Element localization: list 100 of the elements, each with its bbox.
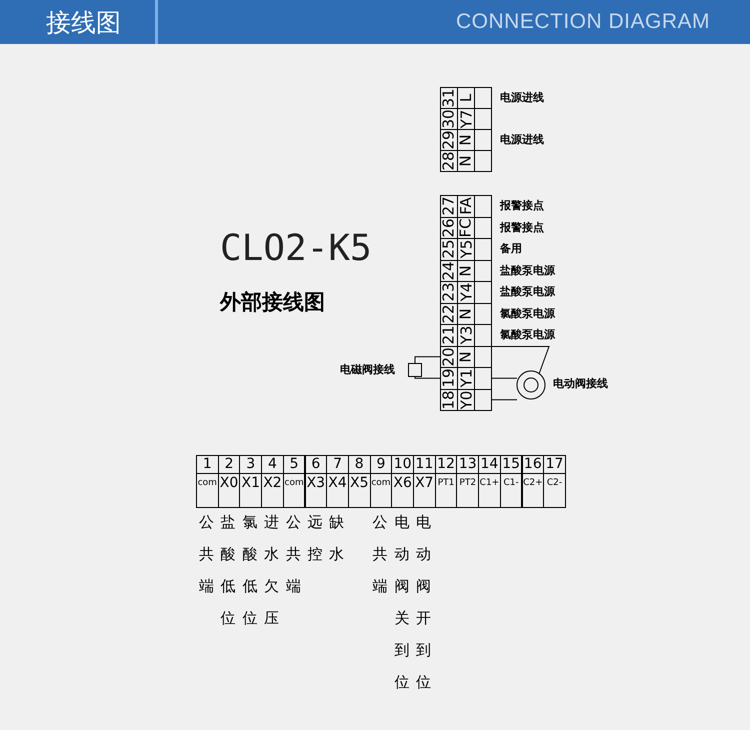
terminal [440,150,492,172]
terminal-label: X2 [262,474,283,492]
terminal-label: PT1 [436,477,456,490]
terminal-number: 18 [440,390,458,410]
terminal-description: 缺水 [329,512,346,565]
terminal-number: 20 [440,347,458,366]
terminal [440,260,492,282]
header-title: 接线图 [46,7,121,39]
terminal-label: Y7 [457,110,475,128]
solenoid-coil-symbol [408,363,422,377]
terminal-label: N [457,351,475,362]
terminal-label: X0 [218,474,240,492]
terminal-label: N [457,308,475,320]
terminal-label: C2+ [522,477,544,490]
terminal [434,455,458,508]
wire [492,399,518,400]
terminal [440,195,492,218]
terminal [370,455,392,508]
wire [414,376,440,379]
terminal-label: X3 [306,474,326,492]
terminal-label: L [457,94,475,102]
terminal-description: 氯酸泵电源 [500,327,555,342]
terminal [456,455,480,508]
terminal-label: C1- [502,477,520,490]
terminal [440,216,492,239]
terminal [391,455,414,508]
terminal-description: 电源进线 [500,90,544,105]
terminal-label: Y0 [457,390,475,410]
terminal-description: 备用 [500,241,522,256]
terminal [478,455,501,508]
terminal [500,455,522,508]
terminal [440,87,492,109]
terminal-number: 27 [440,196,458,216]
terminal [440,238,492,260]
terminal-number: 24 [440,261,458,280]
terminal-description: 盐酸泵电源 [500,262,555,278]
terminal-number: 25 [440,240,458,259]
terminal-number: 5 [284,456,304,474]
terminal-description: 远控 [308,512,324,565]
model-label: CLO2-K5 [220,228,372,269]
component-label: 电磁阀接线 [340,362,395,377]
terminal-label: Y3 [457,326,475,345]
terminal-label: com [284,477,304,490]
terminal-label: X4 [327,474,348,492]
terminal [440,324,492,346]
terminal-label: X1 [240,474,261,492]
terminal-number: 28 [440,151,458,171]
wire [492,346,550,374]
terminal-description: 电动阀开到位 [416,512,432,693]
terminal [413,455,436,508]
terminal [440,302,492,325]
terminal-label: PT2 [458,477,478,490]
terminal-label: N [457,134,475,146]
terminal-label: Y4 [457,282,475,302]
terminal-number: 26 [440,218,458,238]
terminal-label: X6 [392,474,413,492]
diagram-heading: 外部接线图 [220,288,325,316]
wire [414,356,440,364]
terminal-label: com [197,477,218,490]
terminal [440,367,492,390]
terminal-description: 盐酸低位 [220,512,237,629]
terminal [522,455,544,508]
terminal-number: 19 [440,368,458,388]
terminal-label: com [370,477,392,490]
terminal [196,455,219,508]
terminal-label: FA [457,198,475,215]
terminal-description: 氯酸低位 [242,512,258,629]
terminal-number: 17 [544,456,565,474]
terminal [261,455,284,508]
terminal-description: 报警接点 [500,220,544,234]
terminal [282,455,306,508]
terminal [543,455,566,508]
terminal [440,129,492,151]
terminal-description: 公共端 [199,512,215,597]
terminal [218,455,240,508]
terminal-label: X5 [348,474,370,492]
wire [492,378,518,379]
terminal-label: Y1 [457,368,475,388]
terminal-description: 盐酸泵电源 [500,284,555,299]
terminal-label: N [457,265,475,276]
terminal-description: 公共端 [286,512,302,597]
terminal-number: 21 [440,326,458,345]
terminal-description: 电动阀关到位 [394,512,410,693]
terminal-label: X7 [414,474,435,492]
terminal-number: 30 [440,109,458,129]
terminal-number: 15 [500,456,522,474]
terminal-description: 公共端 [372,512,389,597]
terminal [239,455,262,508]
terminal [440,108,492,130]
terminal-number: 22 [440,304,458,324]
terminal [304,455,328,508]
terminal-label: FC [457,218,475,238]
motor-valve-symbol [516,370,546,400]
terminal [440,346,492,368]
terminal [440,281,492,304]
component-label: 电动阀接线 [553,376,608,391]
terminal-number: 29 [440,130,458,150]
terminal-label: C1+ [479,477,500,490]
terminal-label: C2- [546,477,564,490]
terminal-description: 电源进线 [500,132,544,147]
